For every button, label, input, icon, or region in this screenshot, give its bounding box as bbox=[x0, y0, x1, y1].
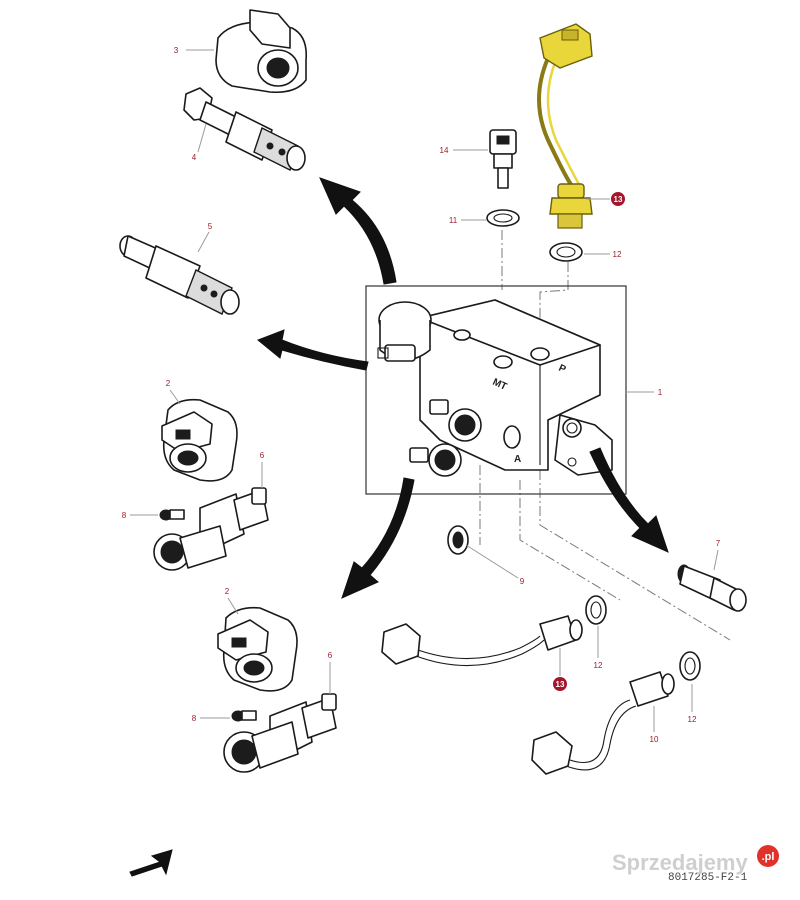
part-12-washer-right bbox=[679, 651, 701, 681]
leader-lines bbox=[130, 49, 719, 732]
part-5-cartridge bbox=[119, 235, 240, 315]
arrow-left bbox=[257, 329, 369, 371]
part-6-valve-lower bbox=[223, 693, 337, 773]
callout-4: 4 bbox=[192, 153, 197, 162]
part-12-washer-top bbox=[549, 242, 583, 262]
arrow-corner-direction bbox=[129, 849, 173, 877]
watermark: Sprzedajemy .pl bbox=[612, 845, 779, 875]
callout-10: 10 bbox=[650, 735, 659, 744]
part-7-plug bbox=[677, 564, 747, 612]
part-9-filter bbox=[447, 525, 469, 555]
callout-14: 14 bbox=[440, 146, 449, 155]
arrow-down-right bbox=[589, 447, 669, 553]
part-14-sensor bbox=[489, 129, 517, 189]
part-8-screw-lower bbox=[231, 710, 257, 722]
callout-3: 3 bbox=[174, 46, 179, 55]
washers bbox=[486, 209, 583, 262]
callout-9: 9 bbox=[520, 577, 525, 586]
watermark-text: Sprzedajemy bbox=[612, 850, 748, 875]
part-10-switch bbox=[531, 651, 701, 775]
part-11-washer bbox=[486, 209, 520, 227]
main-block-frame bbox=[365, 285, 627, 495]
callout-12-right: 12 bbox=[688, 715, 697, 724]
callout-7: 7 bbox=[716, 539, 721, 548]
part-13-switch-lower bbox=[381, 595, 607, 667]
part-6-valve-upper bbox=[153, 487, 269, 571]
arrow-down-left bbox=[341, 477, 415, 599]
callout-8-lower: 8 bbox=[192, 714, 197, 723]
watermark-badge bbox=[757, 845, 779, 867]
callout-2-lower: 2 bbox=[225, 587, 230, 596]
assembly-guides bbox=[479, 230, 731, 641]
callout-6-lower: 6 bbox=[328, 651, 333, 660]
explode-arrows bbox=[129, 177, 669, 877]
drawing-code: 8017285-F2-1 bbox=[668, 872, 748, 884]
part-2-coil-lower bbox=[217, 606, 298, 692]
callout-12-mid: 12 bbox=[594, 661, 603, 670]
callout-13-highlight-top: 13 bbox=[611, 192, 625, 206]
part-3-coil bbox=[215, 9, 308, 94]
callout-12-top: 12 bbox=[613, 250, 622, 259]
part-2-coil-upper bbox=[161, 398, 238, 482]
arrow-up-left bbox=[319, 177, 397, 285]
part-12-washer-mid bbox=[585, 595, 607, 625]
callout-2-upper: 2 bbox=[166, 379, 171, 388]
watermark-badge-text: .pl bbox=[762, 851, 775, 863]
port-label-p: P bbox=[557, 363, 568, 376]
callout-8-upper: 8 bbox=[122, 511, 127, 520]
part-8-screw-upper bbox=[159, 509, 185, 521]
valve-block: MT P A bbox=[377, 299, 613, 477]
callout-1: 1 bbox=[658, 388, 663, 397]
part-13-pressure-switch-highlighted bbox=[537, 23, 593, 229]
part-4-cartridge bbox=[183, 87, 306, 171]
callouts: 3 4 5 14 11 13 12 1 2 6 8 9 7 2 6 8 12 1… bbox=[122, 46, 721, 744]
callout-13-highlight-lower: 13 bbox=[553, 677, 567, 691]
callout-13-lower: 13 bbox=[556, 680, 565, 689]
callout-5: 5 bbox=[208, 222, 213, 231]
callout-11: 11 bbox=[449, 216, 458, 225]
port-label-a: A bbox=[514, 454, 521, 465]
callout-6-upper: 6 bbox=[260, 451, 265, 460]
callout-13-top: 13 bbox=[614, 195, 623, 204]
